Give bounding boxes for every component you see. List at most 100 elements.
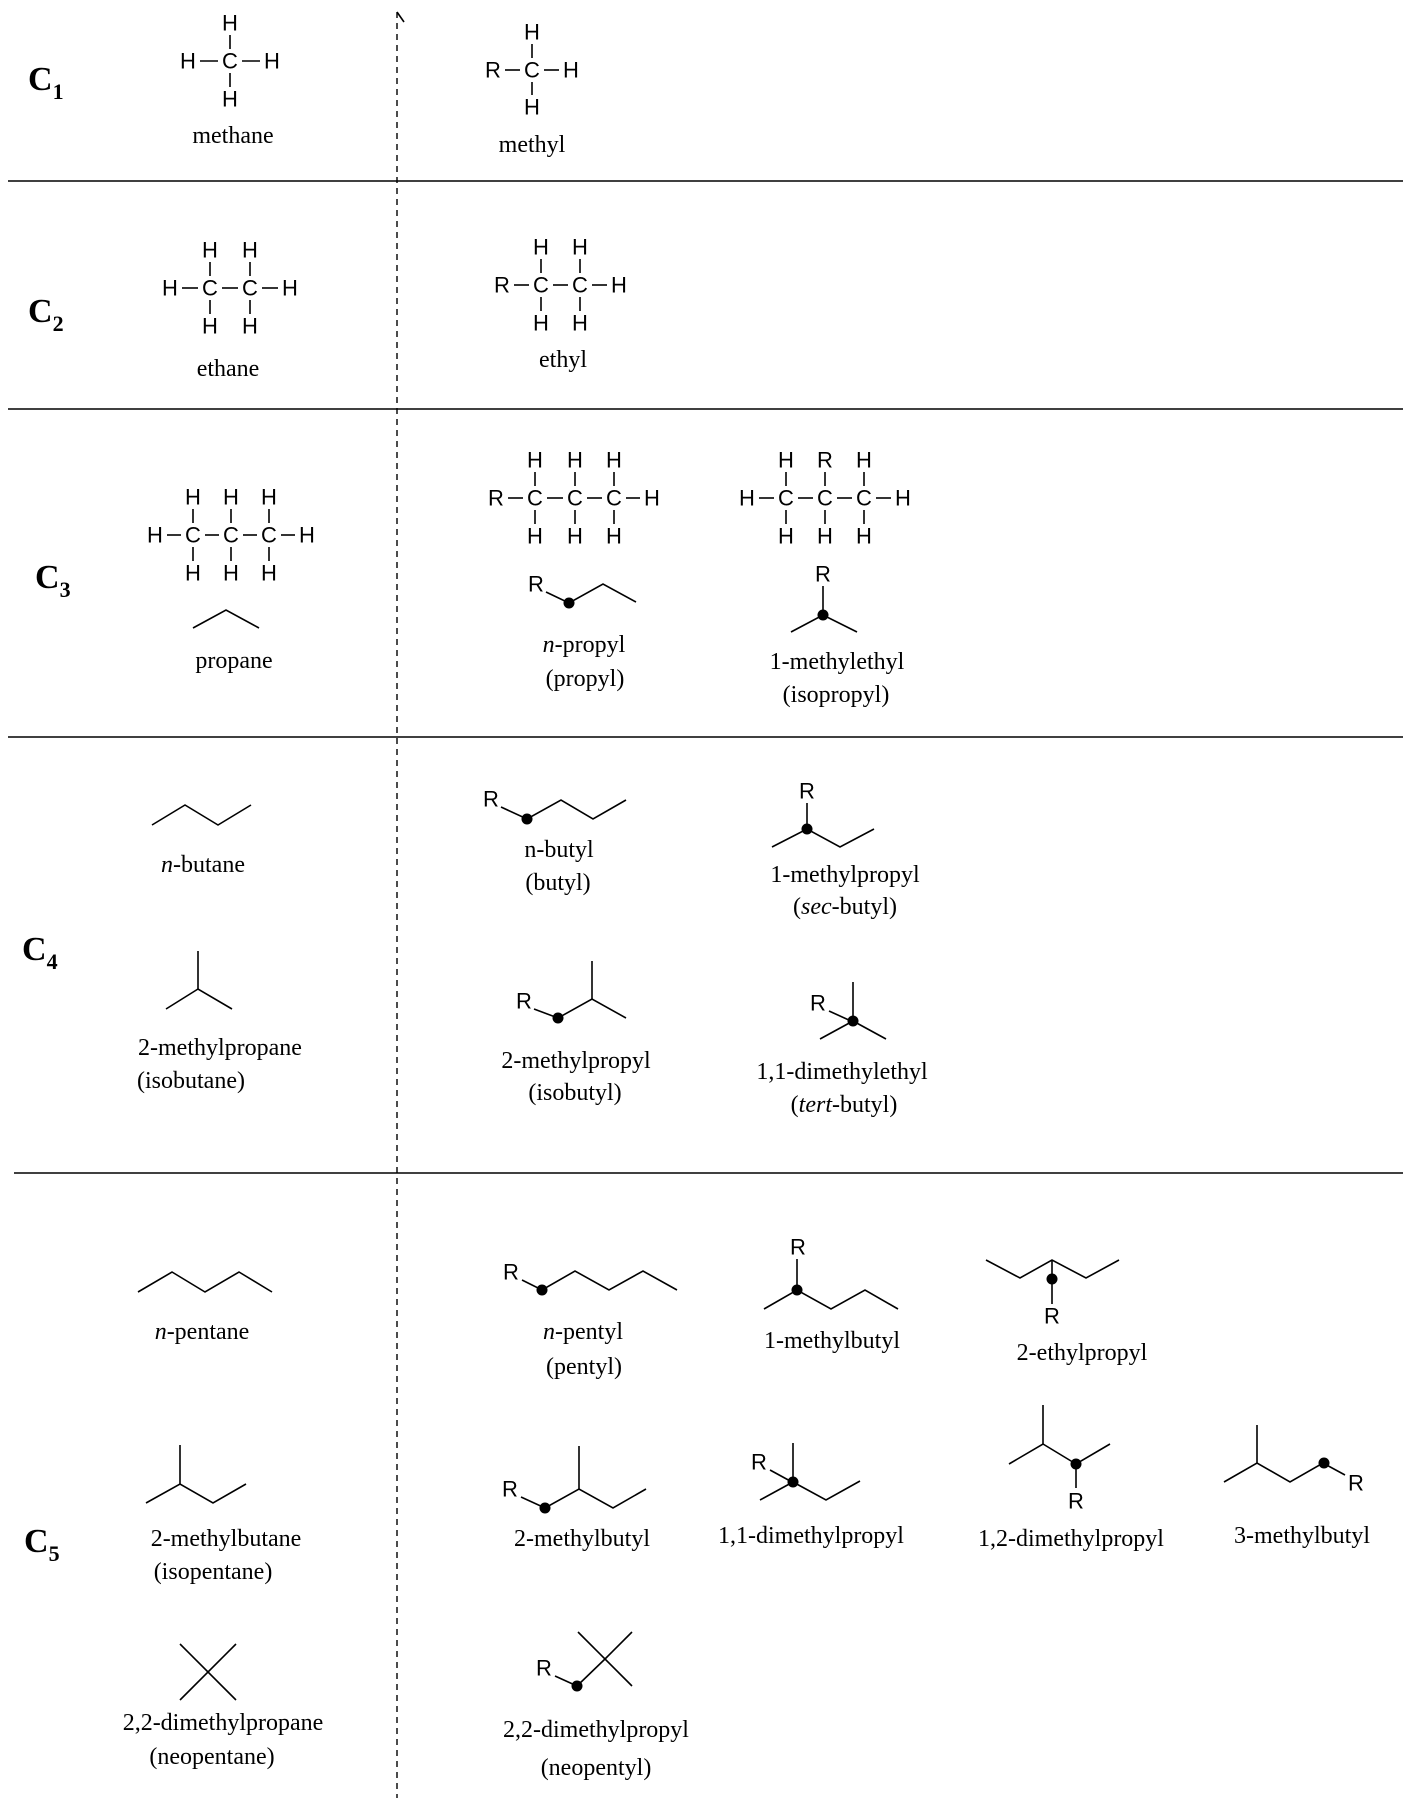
svg-text:H: H bbox=[222, 11, 238, 36]
label-2-methylpropane: 2-methylpropane bbox=[138, 1035, 302, 1061]
svg-text:C: C bbox=[533, 273, 549, 298]
svg-text:H: H bbox=[567, 448, 583, 473]
ethane-structure: H H H C C H H H bbox=[162, 238, 298, 339]
label-2-methylbutane: 2-methylbutane bbox=[151, 1526, 302, 1552]
svg-text:R: R bbox=[790, 1235, 806, 1260]
svg-text:R: R bbox=[1044, 1304, 1060, 1329]
svg-text:H: H bbox=[572, 311, 588, 336]
label-2-methylpropyl: 2-methylpropyl bbox=[501, 1048, 651, 1074]
svg-text:R: R bbox=[815, 562, 831, 587]
svg-text:R: R bbox=[810, 991, 826, 1016]
label-sec-butyl: (sec-butyl) bbox=[793, 894, 897, 920]
label-isopentane: (isopentane) bbox=[154, 1559, 273, 1585]
svg-text:C: C bbox=[817, 486, 833, 511]
label-1-methylbutyl: 1-methylbutyl bbox=[764, 1328, 900, 1354]
label-n-butane: n-butane bbox=[161, 852, 245, 878]
svg-text:H: H bbox=[147, 523, 163, 548]
neopentyl-skeletal: R bbox=[536, 1631, 633, 1692]
svg-text:C: C bbox=[856, 486, 872, 511]
svg-text:C: C bbox=[223, 523, 239, 548]
label-n-pentyl: n-pentyl bbox=[543, 1319, 623, 1345]
3-methylbutyl-skeletal: R bbox=[1223, 1425, 1364, 1496]
svg-text:H: H bbox=[856, 448, 872, 473]
svg-text:R: R bbox=[1348, 1471, 1364, 1496]
svg-text:C: C bbox=[261, 523, 277, 548]
label-propane: propane bbox=[195, 648, 272, 674]
label-methane: methane bbox=[192, 123, 273, 149]
label-2-2-dimethylpropyl: 2,2-dimethylpropyl bbox=[503, 1717, 689, 1743]
svg-text:H: H bbox=[202, 314, 218, 339]
isopropyl-structure: H R H H C C C H H H H bbox=[739, 448, 911, 549]
label-2-2-dimethylpropane: 2,2-dimethylpropane bbox=[123, 1710, 324, 1736]
label-isobutyl: (isobutyl) bbox=[528, 1080, 621, 1106]
n-butyl-skeletal: R bbox=[483, 787, 627, 825]
svg-text:R: R bbox=[516, 989, 532, 1014]
label-1-methylpropyl: 1-methylpropyl bbox=[770, 862, 920, 888]
svg-text:H: H bbox=[202, 238, 218, 263]
label-neopentane: (neopentane) bbox=[149, 1744, 274, 1770]
methane-structure: H H C H H bbox=[180, 11, 280, 112]
svg-text:C: C bbox=[527, 486, 543, 511]
svg-text:H: H bbox=[606, 448, 622, 473]
row-label-c5: C5 bbox=[24, 1523, 60, 1566]
label-2-ethylpropyl: 2-ethylpropyl bbox=[1017, 1340, 1148, 1366]
svg-text:R: R bbox=[503, 1260, 519, 1285]
svg-text:H: H bbox=[242, 238, 258, 263]
svg-text:C: C bbox=[242, 276, 258, 301]
label-propyl: (propyl) bbox=[546, 666, 625, 692]
row-label-c2: C2 bbox=[28, 293, 64, 336]
label-butyl: (butyl) bbox=[525, 870, 590, 896]
svg-text:R: R bbox=[528, 572, 544, 597]
svg-text:H: H bbox=[563, 58, 579, 83]
label-neopentyl: (neopentyl) bbox=[541, 1755, 652, 1781]
svg-text:H: H bbox=[162, 276, 178, 301]
svg-text:H: H bbox=[739, 486, 755, 511]
isopropyl-skeletal: R bbox=[790, 562, 858, 633]
svg-text:H: H bbox=[611, 273, 627, 298]
isobutane-skeletal bbox=[165, 951, 233, 1010]
corner-tick bbox=[396, 11, 405, 23]
label-2-methylbutyl: 2-methylbutyl bbox=[514, 1526, 650, 1552]
label-1-2-dimethylpropyl: 1,2-dimethylpropyl bbox=[978, 1526, 1164, 1552]
svg-text:C: C bbox=[524, 58, 540, 83]
svg-text:H: H bbox=[778, 448, 794, 473]
n-pentyl-skeletal: R bbox=[503, 1260, 678, 1296]
n-butane-skeletal bbox=[151, 804, 252, 826]
svg-text:C: C bbox=[778, 486, 794, 511]
svg-text:H: H bbox=[299, 523, 315, 548]
svg-text:H: H bbox=[282, 276, 298, 301]
label-n-pentane: n-pentane bbox=[155, 1319, 250, 1345]
svg-text:H: H bbox=[533, 235, 549, 260]
svg-text:R: R bbox=[536, 1656, 552, 1681]
svg-text:R: R bbox=[485, 58, 501, 83]
1-methylbutyl-skeletal: R bbox=[763, 1235, 899, 1310]
n-pentane-skeletal bbox=[137, 1271, 273, 1293]
n-propyl-structure: H H H R C C C H H H H bbox=[488, 448, 660, 549]
svg-text:R: R bbox=[799, 779, 815, 804]
label-tert-butyl: (tert-butyl) bbox=[791, 1092, 898, 1118]
label-ethyl: ethyl bbox=[539, 347, 587, 373]
svg-text:C: C bbox=[222, 49, 238, 74]
svg-text:R: R bbox=[1068, 1489, 1084, 1514]
svg-text:C: C bbox=[185, 523, 201, 548]
label-methyl: methyl bbox=[499, 132, 566, 158]
n-propyl-skeletal: R bbox=[528, 572, 637, 609]
svg-text:H: H bbox=[185, 561, 201, 586]
svg-text:H: H bbox=[527, 448, 543, 473]
label-1-1-dimethylethyl: 1,1-dimethylethyl bbox=[756, 1059, 928, 1085]
svg-text:H: H bbox=[644, 486, 660, 511]
propane-skeletal bbox=[192, 609, 260, 629]
svg-text:R: R bbox=[494, 273, 510, 298]
svg-text:C: C bbox=[572, 273, 588, 298]
svg-text:C: C bbox=[567, 486, 583, 511]
label-1-1-dimethylpropyl: 1,1-dimethylpropyl bbox=[718, 1523, 904, 1549]
svg-text:R: R bbox=[483, 787, 499, 812]
svg-text:H: H bbox=[533, 311, 549, 336]
svg-text:H: H bbox=[264, 49, 280, 74]
1-2-dimethylpropyl-skeletal: R bbox=[1008, 1405, 1111, 1514]
svg-text:R: R bbox=[817, 448, 833, 473]
ethyl-structure: H H R C C H H H bbox=[494, 235, 627, 336]
svg-text:C: C bbox=[202, 276, 218, 301]
svg-text:R: R bbox=[751, 1450, 767, 1475]
